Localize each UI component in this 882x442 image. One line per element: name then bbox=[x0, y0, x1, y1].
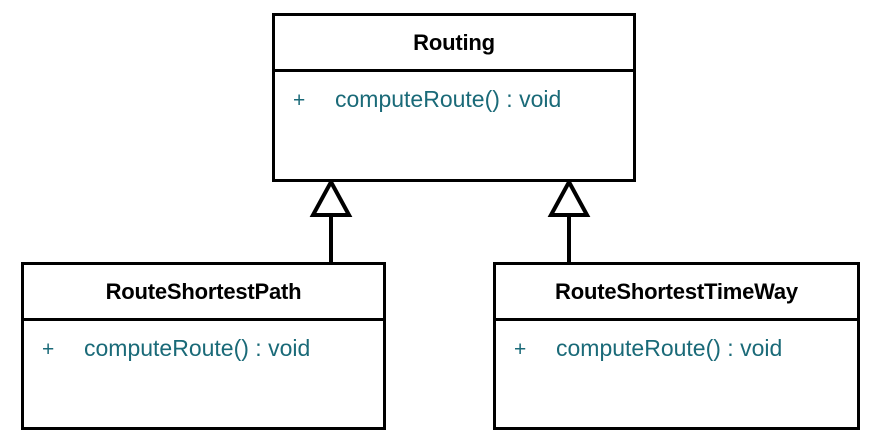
class-name-routing: Routing bbox=[413, 29, 495, 55]
member-signature: computeRoute() : void bbox=[335, 86, 562, 112]
class-name-route-shortest-time-way: RouteShortestTimeWay bbox=[555, 278, 798, 304]
class-member-row: + computeRoute() : void bbox=[496, 335, 857, 362]
class-box-routing[interactable]: Routing + computeRoute() : void bbox=[272, 13, 636, 182]
generalization-arrow-icon bbox=[547, 177, 591, 265]
class-box-route-shortest-time-way[interactable]: RouteShortestTimeWay + computeRoute() : … bbox=[493, 262, 860, 430]
member-signature: computeRoute() : void bbox=[556, 335, 783, 361]
member-visibility: + bbox=[42, 338, 55, 361]
class-name-route-shortest-path: RouteShortestPath bbox=[105, 278, 302, 304]
generalization-route-shortest-time-way[interactable] bbox=[544, 177, 594, 265]
class-title-bar-route-shortest-path: RouteShortestPath bbox=[24, 265, 383, 321]
member-signature: computeRoute() : void bbox=[84, 335, 311, 361]
generalization-route-shortest-path[interactable] bbox=[306, 177, 356, 265]
generalization-arrow-icon bbox=[309, 177, 353, 265]
member-visibility: + bbox=[514, 338, 527, 361]
class-members-route-shortest-path: + computeRoute() : void bbox=[24, 321, 383, 362]
class-members-routing: + computeRoute() : void bbox=[275, 72, 633, 113]
class-members-route-shortest-time-way: + computeRoute() : void bbox=[496, 321, 857, 362]
class-title-bar-routing: Routing bbox=[275, 16, 633, 72]
class-member-row: + computeRoute() : void bbox=[275, 86, 633, 113]
member-visibility: + bbox=[293, 89, 306, 112]
class-box-route-shortest-path[interactable]: RouteShortestPath + computeRoute() : voi… bbox=[21, 262, 386, 430]
class-title-bar-route-shortest-time-way: RouteShortestTimeWay bbox=[496, 265, 857, 321]
class-member-row: + computeRoute() : void bbox=[24, 335, 383, 362]
